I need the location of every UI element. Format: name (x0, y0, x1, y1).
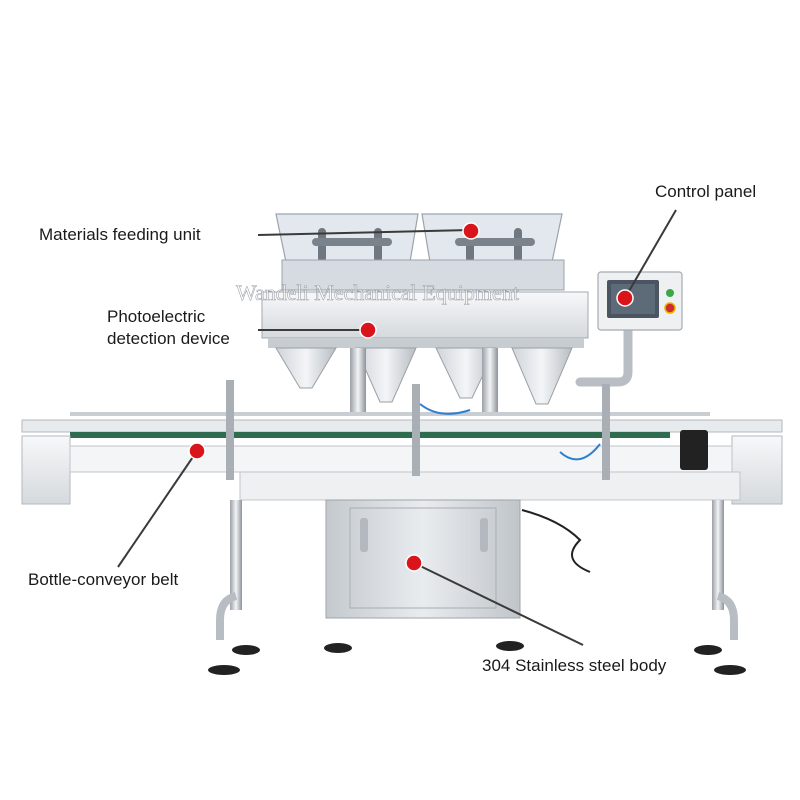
leader-steel-body (413, 562, 584, 646)
leader-conveyor-belt (117, 450, 198, 568)
callout-photoelectric: Photoelectric detection device (107, 306, 230, 350)
callout-photoelectric-line2: detection device (107, 329, 230, 348)
funnels (275, 347, 573, 414)
callout-photoelectric-line1: Photoelectric (107, 307, 206, 326)
leader-control-panel (624, 209, 677, 299)
steel-body (325, 499, 591, 619)
leader-feeding-unit (257, 229, 471, 236)
callout-steel-body: 304 Stainless steel body (482, 656, 667, 675)
marker-conveyor-belt-icon (188, 442, 206, 460)
marker-steel-body-icon (405, 554, 423, 572)
conveyor (21, 380, 783, 505)
red-stop-button-icon (664, 302, 676, 314)
callout-feeding-unit: Materials feeding unit (39, 225, 201, 244)
callout-conveyor-belt: Bottle-conveyor belt (28, 570, 179, 589)
callout-control-panel: Control panel (655, 182, 757, 201)
marker-photoelectric-icon (359, 321, 377, 339)
legs (208, 500, 746, 675)
watermark: Wandeli Mechanical Equipment (236, 280, 519, 305)
marker-control-panel-icon (616, 289, 634, 307)
markers (188, 222, 634, 572)
feeding-hopper (275, 213, 565, 291)
marker-feeding-unit-icon (462, 222, 480, 240)
leader-lines (117, 209, 677, 646)
green-button-icon (666, 289, 674, 297)
